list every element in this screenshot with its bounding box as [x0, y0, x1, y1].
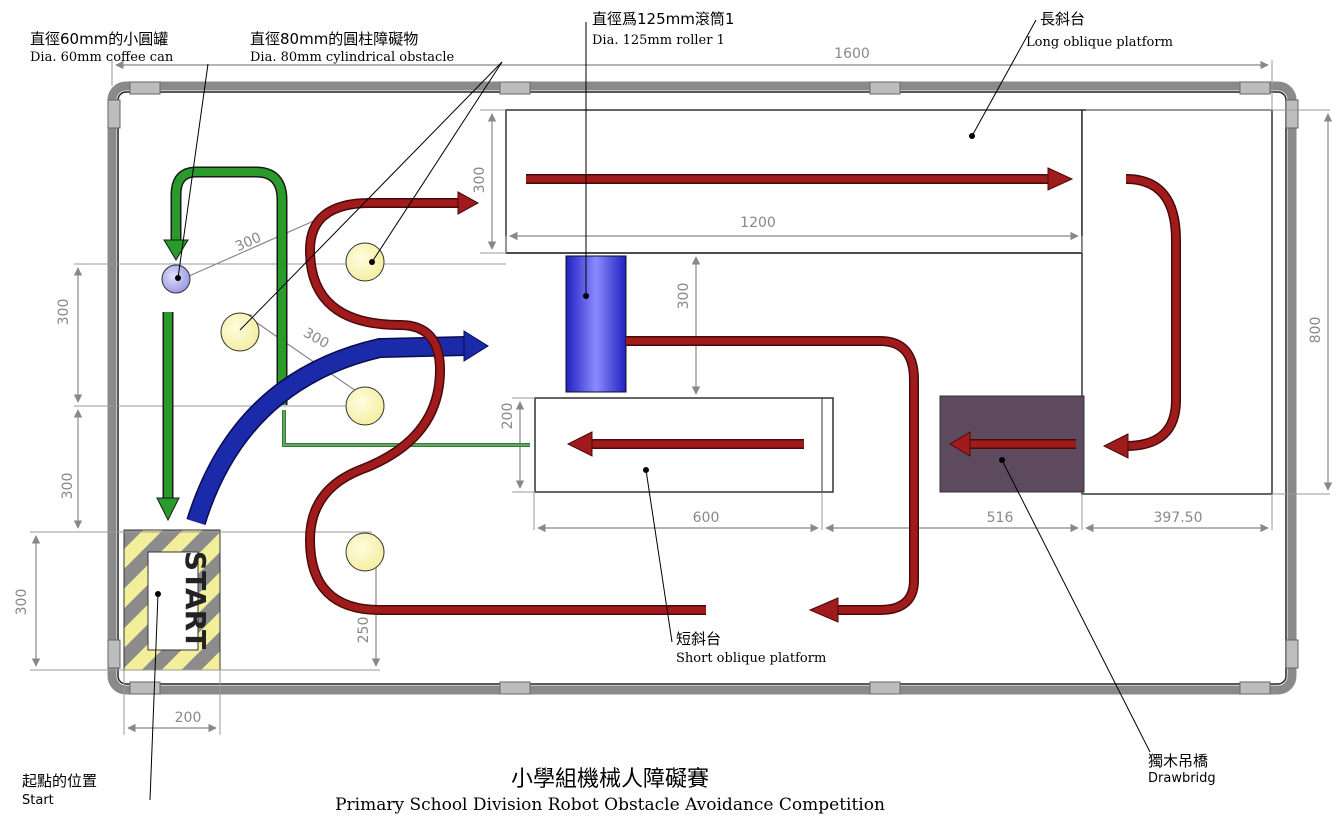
- cylinder-label-cn: 直徑80mm的圓柱障礙物: [250, 30, 418, 48]
- dim-field-width: 1600: [834, 46, 870, 62]
- short-platform-label-cn: 短斜台: [676, 630, 721, 648]
- blue-path: [186, 330, 489, 525]
- dim-long-platform-depth: 300: [472, 167, 488, 194]
- title-en: Primary School Division Robot Obstacle A…: [335, 795, 885, 815]
- dim-left-lower: 300: [14, 589, 30, 616]
- coffee-can-label-cn: 直徑60mm的小圓罐: [30, 30, 168, 48]
- roller: [565, 255, 627, 393]
- short-platform-label-en: Short oblique platform: [676, 651, 826, 666]
- dim-bottom-cylinder-offset: 250: [356, 617, 372, 644]
- long-platform-label-en: Long oblique platform: [1026, 35, 1173, 50]
- dim-right-gap: 397.50: [1154, 510, 1203, 526]
- leader-dots: [155, 133, 1005, 597]
- drawbridge-label-cn: 獨木吊橋: [1148, 752, 1208, 770]
- leader-lines: [149, 19, 1151, 801]
- roller-label-en: Dia. 125mm roller 1: [592, 33, 725, 48]
- guide-lines: [30, 60, 1330, 735]
- cylindrical-obstacles: [220, 242, 385, 572]
- start-box-label: START: [179, 551, 212, 649]
- cylinder-label-en: Dia. 80mm cylindrical obstacle: [250, 50, 454, 65]
- long-platform-label-cn: 長斜台: [1040, 10, 1085, 28]
- start-point-label-en: Start: [22, 793, 54, 808]
- red-path: [304, 167, 1181, 623]
- cylinder-obstacle: [345, 242, 385, 282]
- start-point-label-cn: 起點的位置: [22, 772, 97, 790]
- dim-long-platform-length: 1200: [740, 215, 776, 231]
- cylinder-obstacle: [220, 312, 260, 352]
- dim-start-width: 200: [175, 710, 202, 726]
- component-labels: 直徑60mm的小圓罐 Dia. 60mm coffee can 直徑80mm的圓…: [22, 10, 1216, 808]
- dim-roller-gap: 300: [676, 283, 692, 310]
- title-cn: 小學組機械人障礙賽: [511, 767, 709, 792]
- dim-short-platform-length: 600: [693, 510, 720, 526]
- dim-left-middle: 300: [60, 473, 76, 500]
- diagram-title: 小學組機械人障礙賽 Primary School Division Robot …: [335, 767, 885, 815]
- dim-cylinder-spacing: 300: [300, 325, 331, 352]
- cylinder-obstacle: [345, 386, 385, 426]
- field-frame: [107, 81, 1299, 695]
- dim-drawbridge-length: 516: [987, 510, 1014, 526]
- drawbridge-label-en: Drawbridg: [1148, 771, 1216, 786]
- coffee-can-label-en: Dia. 60mm coffee can: [30, 50, 174, 65]
- dim-can-to-cylinder: 300: [233, 230, 264, 255]
- green-path: [156, 166, 530, 522]
- cylinder-obstacle: [345, 532, 385, 572]
- dim-field-height: 800: [1308, 317, 1324, 344]
- dim-short-platform-depth: 200: [500, 403, 516, 430]
- dim-left-upper: 300: [56, 299, 72, 326]
- roller-label-cn: 直徑爲125mm滾筒1: [592, 10, 734, 28]
